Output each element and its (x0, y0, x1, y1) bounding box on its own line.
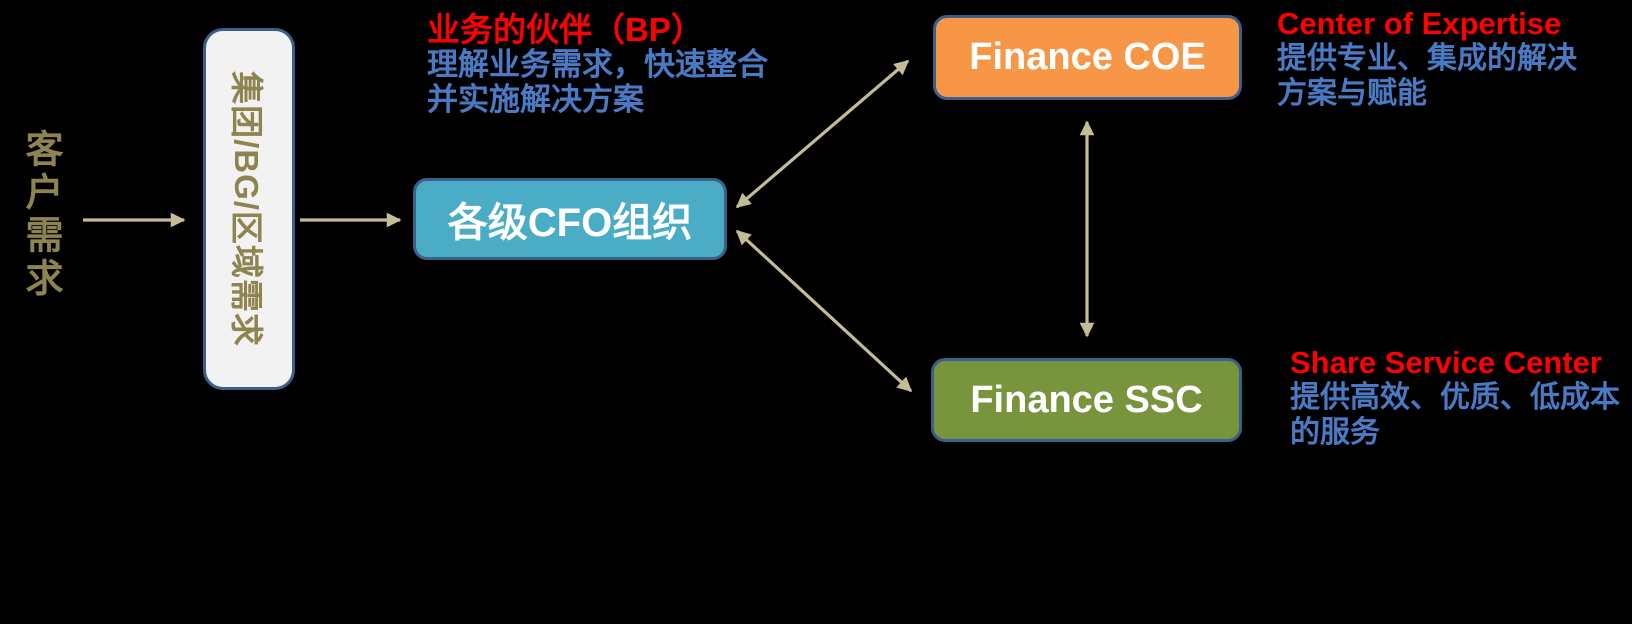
cfo-org-box: 各级CFO组织 (413, 178, 727, 260)
group-box-label: 集团/BG/区域需求 (228, 71, 265, 347)
bp-annotation-title: 业务的伙伴（BP） (427, 11, 704, 48)
bp-annotation-line2: 并实施解决方案 (427, 82, 644, 117)
customer-demand-label: 客户需求 (19, 129, 61, 301)
ssc-box-label: Finance SSC (970, 378, 1203, 421)
ssc-annotation-line1: 提供高效、优质、低成本 (1290, 381, 1620, 414)
group-bg-region-box: 集团/BG/区域需求 (203, 28, 295, 390)
finance-ssc-box: Finance SSC (931, 358, 1242, 442)
ssc-annotation: Share Service Center 提供高效、优质、低成本 的服务 (1290, 345, 1620, 450)
ssc-annotation-line2: 的服务 (1290, 416, 1380, 449)
finance-coe-box: Finance COE (933, 15, 1242, 100)
bp-annotation-line1: 理解业务需求，快速整合 (427, 47, 768, 82)
coe-annotation-title: Center of Expertise (1277, 6, 1562, 41)
coe-annotation-line2: 方案与赋能 (1277, 77, 1427, 110)
arrow-cfo-ssc-bidirectional (735, 229, 913, 393)
coe-annotation: Center of Expertise 提供专业、集成的解决 方案与赋能 (1277, 6, 1577, 111)
cfo-box-label: 各级CFO组织 (447, 201, 693, 245)
bp-annotation: 业务的伙伴（BP） 理解业务需求，快速整合 并实施解决方案 (427, 12, 768, 117)
coe-box-label: Finance COE (969, 36, 1206, 78)
ssc-annotation-title: Share Service Center (1290, 345, 1602, 380)
coe-annotation-line1: 提供专业、集成的解决 (1277, 42, 1577, 75)
